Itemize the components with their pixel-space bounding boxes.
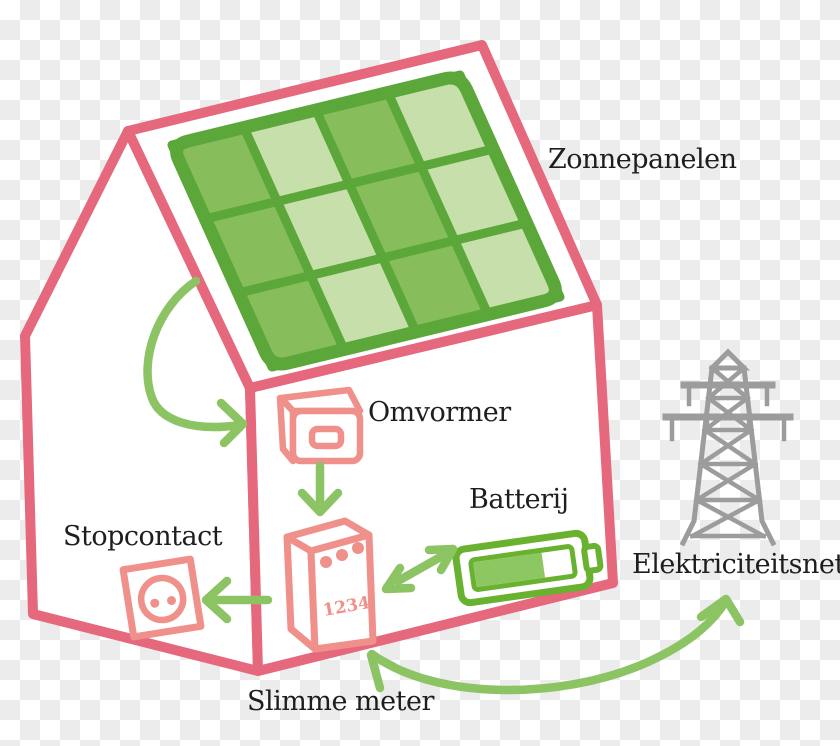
solar-panel-icon [167, 70, 565, 372]
outlet-pin-hole [150, 598, 160, 608]
label-solar-panels: Zonnepanelen [548, 144, 737, 175]
outlet-pin-hole [167, 596, 177, 606]
outlet-icon [119, 555, 205, 641]
label-outlet: Stopcontact [63, 521, 223, 552]
meter-indicator-dot [320, 556, 332, 568]
arrow-roof-to-inverter [143, 276, 245, 432]
label-grid: Elektriciteitsnet [632, 549, 840, 580]
label-battery: Batterij [469, 484, 569, 515]
arrow-meter-battery-both-ways [393, 550, 449, 586]
meter-indicator-dot [336, 549, 348, 561]
inverter-icon [276, 386, 364, 465]
pylon-icon [662, 348, 794, 547]
label-smart-meter: Slimme meter [247, 686, 434, 717]
label-inverter: Omvormer [368, 397, 511, 428]
battery-terminal [581, 542, 604, 574]
meter-indicator-dot [352, 542, 364, 554]
battery-icon [452, 529, 604, 607]
smart-meter-icon: 1234 [283, 517, 377, 653]
battery-charge-level [473, 552, 546, 588]
solar-panel-frame [170, 71, 562, 371]
energy-flow-arrows [143, 276, 745, 695]
arrow-meter-grid-both-ways [367, 596, 731, 695]
